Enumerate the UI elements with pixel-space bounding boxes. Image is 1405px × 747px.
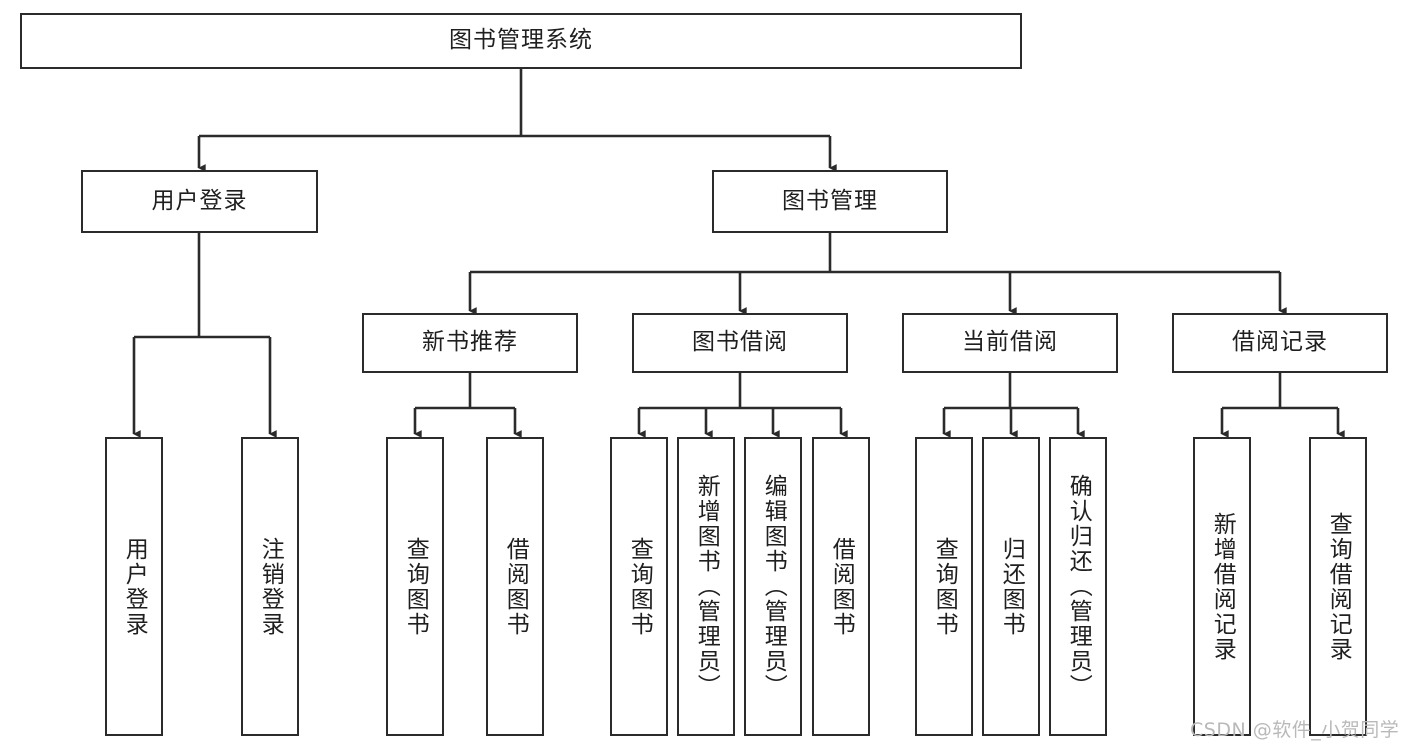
node-label: 图书借阅 (692, 329, 788, 356)
leaf-user-login-logout[interactable]: 注销登录 (241, 437, 299, 736)
node-label: 新增图书（管理员） (693, 474, 720, 699)
node-user-login[interactable]: 用户登录 (81, 170, 318, 233)
node-label: 借阅图书 (828, 536, 855, 637)
node-label: 编辑图书（管理员） (760, 474, 787, 699)
leaf-user-login-login[interactable]: 用户登录 (105, 437, 163, 736)
node-label: 借阅记录 (1232, 329, 1328, 356)
node-label: 查询图书 (626, 536, 653, 637)
leaf-borrow-borrow-book[interactable]: 借阅图书 (812, 437, 870, 736)
csdn-watermark: CSDN @软件_小贺同学 (1190, 719, 1400, 741)
node-label: 查询借阅记录 (1325, 511, 1352, 662)
leaf-new-book-borrow[interactable]: 借阅图书 (486, 437, 544, 736)
node-book-borrow[interactable]: 图书借阅 (632, 313, 848, 373)
node-label: 图书管理系统 (449, 27, 593, 54)
leaf-borrow-edit-book-admin[interactable]: 编辑图书（管理员） (744, 437, 802, 736)
leaf-current-query-book[interactable]: 查询图书 (915, 437, 973, 736)
node-label: 查询图书 (402, 536, 429, 637)
node-borrow-record[interactable]: 借阅记录 (1172, 313, 1388, 373)
node-new-book-recommend[interactable]: 新书推荐 (362, 313, 578, 373)
node-label: 当前借阅 (962, 329, 1058, 356)
node-book-management[interactable]: 图书管理 (712, 170, 948, 233)
node-label: 用户登录 (151, 187, 248, 214)
leaf-borrow-query-book[interactable]: 查询图书 (610, 437, 668, 736)
node-label: 注销登录 (257, 536, 284, 637)
node-label: 查询图书 (931, 536, 958, 637)
node-label: 归还图书 (998, 536, 1025, 637)
node-label: 图书管理 (782, 187, 878, 214)
leaf-current-confirm-return-admin[interactable]: 确认归还（管理员） (1049, 437, 1107, 736)
leaf-record-add-record[interactable]: 新增借阅记录 (1193, 437, 1251, 736)
node-label: 确认归还（管理员） (1065, 474, 1092, 699)
node-label: 新增借阅记录 (1209, 511, 1236, 662)
leaf-current-return-book[interactable]: 归还图书 (982, 437, 1040, 736)
node-label: 新书推荐 (422, 329, 518, 356)
leaf-borrow-add-book-admin[interactable]: 新增图书（管理员） (677, 437, 735, 736)
leaf-record-query-record[interactable]: 查询借阅记录 (1309, 437, 1367, 736)
node-current-borrow[interactable]: 当前借阅 (902, 313, 1118, 373)
node-label: 借阅图书 (502, 536, 529, 637)
node-label: 用户登录 (121, 536, 148, 637)
node-root-book-management-system[interactable]: 图书管理系统 (20, 13, 1022, 69)
leaf-new-book-query[interactable]: 查询图书 (386, 437, 444, 736)
